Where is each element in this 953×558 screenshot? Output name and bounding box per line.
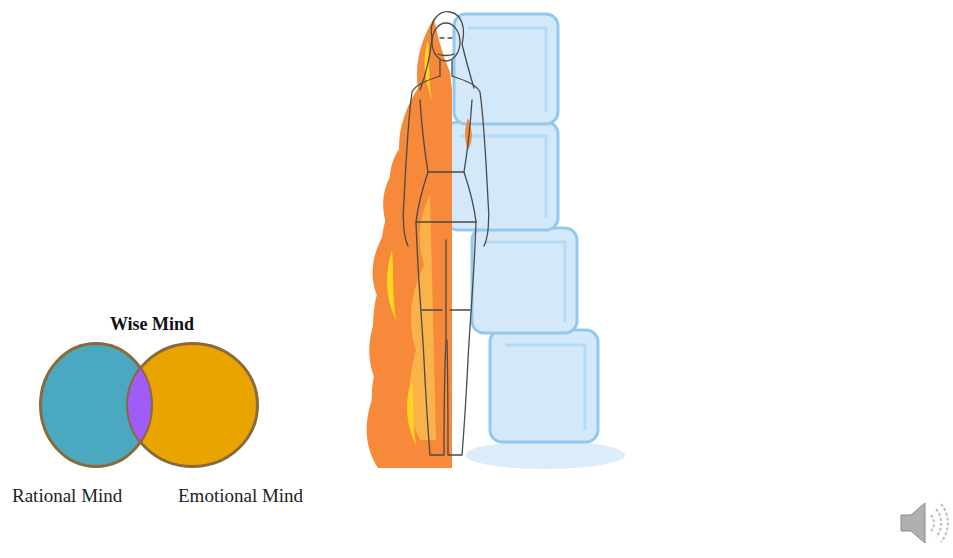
ice-cube — [454, 14, 558, 124]
circle-label: Emotional Mind — [178, 485, 303, 507]
ice-edge — [505, 345, 585, 430]
circle-fill — [128, 344, 257, 466]
ice-shadow — [465, 441, 625, 469]
venn-circle: Emotional Mind — [127, 343, 258, 467]
left-arm — [403, 76, 440, 246]
circle-label: Rational Mind — [12, 485, 122, 507]
speaker-body — [901, 503, 925, 543]
speaker-icon — [895, 495, 951, 551]
ice-cube — [472, 228, 577, 333]
diagram-title: Wise Mind — [52, 314, 252, 335]
ice-cube — [490, 330, 598, 442]
right-arm — [452, 76, 489, 246]
torso — [416, 100, 476, 222]
flame-highlight — [409, 195, 436, 440]
ice-edge — [468, 28, 546, 112]
woman-outline — [403, 12, 489, 455]
boot-tops — [422, 309, 470, 310]
right-leg — [447, 222, 476, 455]
flame — [367, 18, 452, 468]
hair — [420, 38, 432, 90]
circle-outline — [127, 343, 258, 467]
waist — [416, 172, 476, 222]
fire — [367, 18, 472, 468]
head — [432, 23, 460, 61]
sound-waves — [931, 504, 948, 542]
circle-shape — [127, 343, 258, 467]
left-leg — [416, 222, 446, 455]
face — [438, 38, 454, 56]
overlap-region — [127, 343, 258, 467]
neck — [440, 60, 452, 76]
ice-cube — [446, 122, 558, 230]
ice-edge — [486, 242, 565, 322]
